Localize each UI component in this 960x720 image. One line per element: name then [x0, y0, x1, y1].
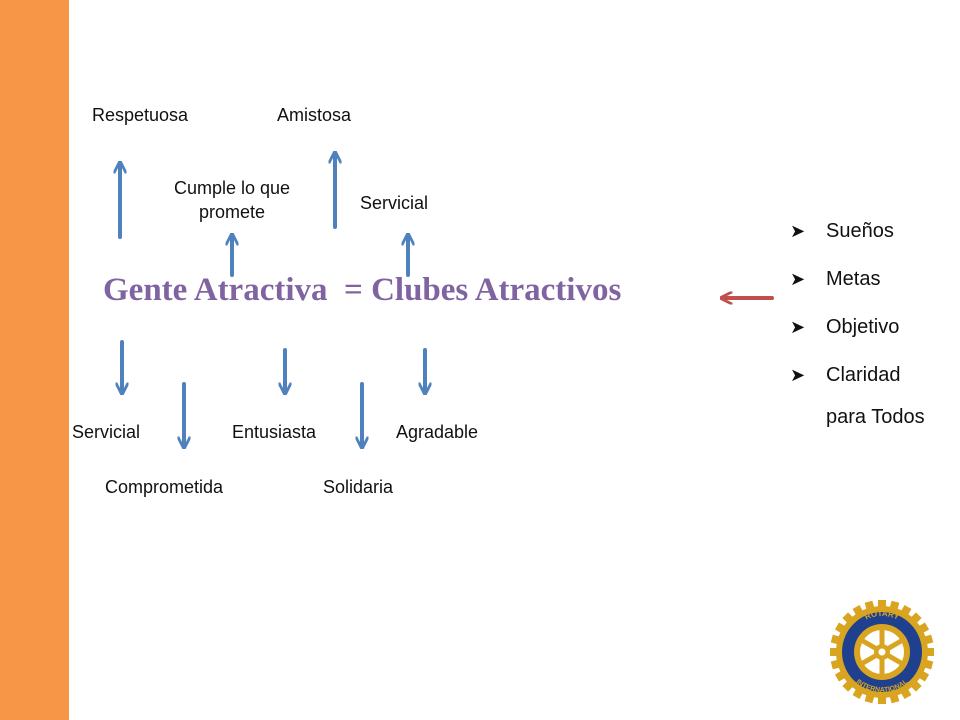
trait-cumple-line1: Cumple lo que	[173, 178, 291, 198]
goal-item: ➤ Sueños	[790, 212, 925, 260]
arrow-bullet-icon: ➤	[790, 365, 806, 385]
emblem-gear-tooth	[878, 600, 886, 610]
trait-solidaria: Solidaria	[323, 477, 394, 497]
trait-servicial-top: Servicial	[360, 193, 429, 213]
goal-item: ➤ Claridad	[790, 356, 925, 404]
trait-entusiasta: Entusiasta	[232, 422, 317, 442]
goal-label: Claridad	[826, 364, 901, 386]
goal-continuation-label: para Todos	[826, 406, 925, 428]
emblem-hub-hole	[878, 648, 886, 656]
emblem-spoke	[885, 636, 906, 652]
trait-cumple-lo-que-promete: Cumple lo que promete	[152, 176, 312, 225]
goal-label: Metas	[826, 268, 881, 290]
trait-agradable: Agradable	[396, 422, 479, 442]
trait-comprometida: Comprometida	[105, 477, 224, 497]
trait-respetuosa: Respetuosa	[92, 105, 189, 125]
emblem-spoke	[858, 652, 879, 668]
emblem-spoke	[858, 636, 879, 652]
arrow-bullet-icon: ➤	[790, 221, 806, 241]
goal-item: ➤ Objetivo	[790, 308, 925, 356]
emblem-gear-tooth	[878, 694, 886, 704]
arrow-bullet-icon: ➤	[790, 269, 806, 289]
emblem-spokes	[858, 626, 906, 678]
rotary-wheel-icon: ROTARY INTERNATIONAL	[830, 600, 934, 704]
title-gente-atractiva: Gente Atractiva	[103, 272, 328, 308]
trait-cumple-line2: promete	[198, 202, 266, 223]
goal-label: Objetivo	[826, 316, 900, 338]
title-clubes-atractivos: = Clubes Atractivos	[344, 272, 622, 308]
goal-item: ➤ Metas	[790, 260, 925, 308]
emblem-text-top: ROTARY	[863, 609, 901, 622]
goals-list: ➤ Sueños ➤ Metas ➤ Objetivo ➤ Claridad para …	[790, 212, 925, 436]
diagram-title: Gente Atractiva = Clubes Atractivos	[103, 272, 621, 309]
side-accent-bar	[0, 0, 69, 720]
trait-servicial-bottom: Servicial	[72, 422, 141, 442]
emblem-spoke	[885, 652, 906, 668]
emblem-spoke	[879, 626, 885, 646]
goal-continuation: para Todos	[790, 398, 925, 436]
trait-amistosa: Amistosa	[277, 105, 352, 125]
emblem-spoke	[879, 658, 885, 678]
goal-label: Sueños	[826, 220, 894, 242]
arrow-bullet-icon: ➤	[790, 317, 806, 337]
